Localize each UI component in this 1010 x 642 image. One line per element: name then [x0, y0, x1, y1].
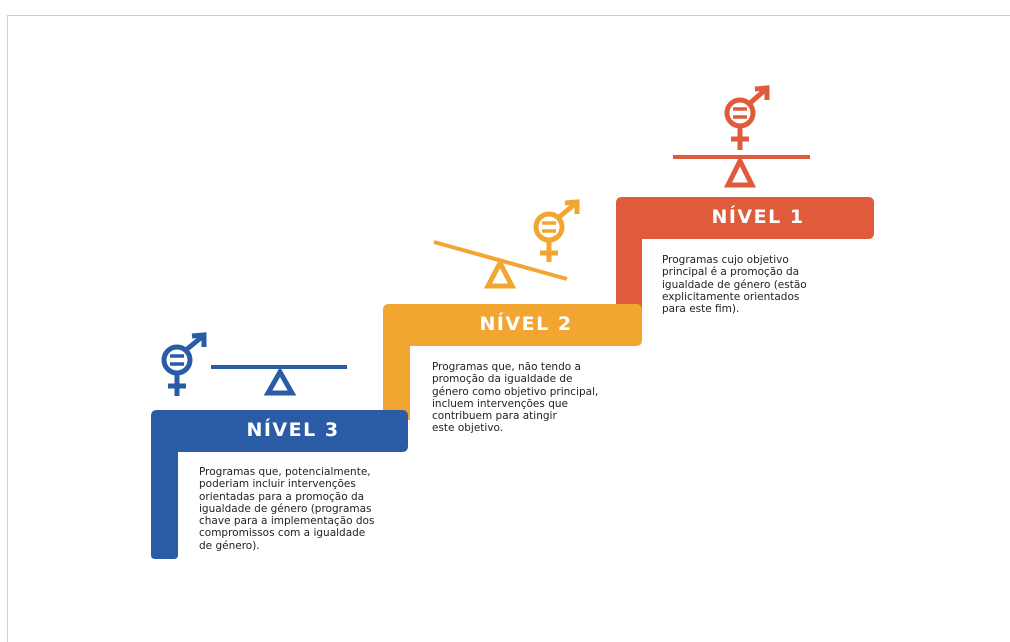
level-3-title: NÍVEL 3 [246, 419, 340, 441]
level-2-tilted-scale-icon [433, 240, 568, 289]
level-1-gender-equality-icon [724, 85, 770, 150]
level-2-gender-equality-icon [533, 199, 580, 262]
level-3-scale-icon [211, 365, 347, 396]
level-2-step [383, 304, 642, 420]
level-3-step [151, 410, 408, 559]
level-3-gender-equality-icon [161, 332, 207, 396]
level-1-description: Programas cujo objetivo principal é a pr… [662, 254, 807, 316]
level-1-title: NÍVEL 1 [711, 206, 805, 228]
level-1-balanced-scale-icon [673, 155, 810, 188]
level-2-description: Programas que, não tendo a promoção da i… [432, 361, 599, 435]
level-3-description: Programas que, potencialmente, poderiam … [199, 466, 375, 552]
level-2-title: NÍVEL 2 [479, 313, 573, 335]
level-1-step [616, 197, 874, 316]
